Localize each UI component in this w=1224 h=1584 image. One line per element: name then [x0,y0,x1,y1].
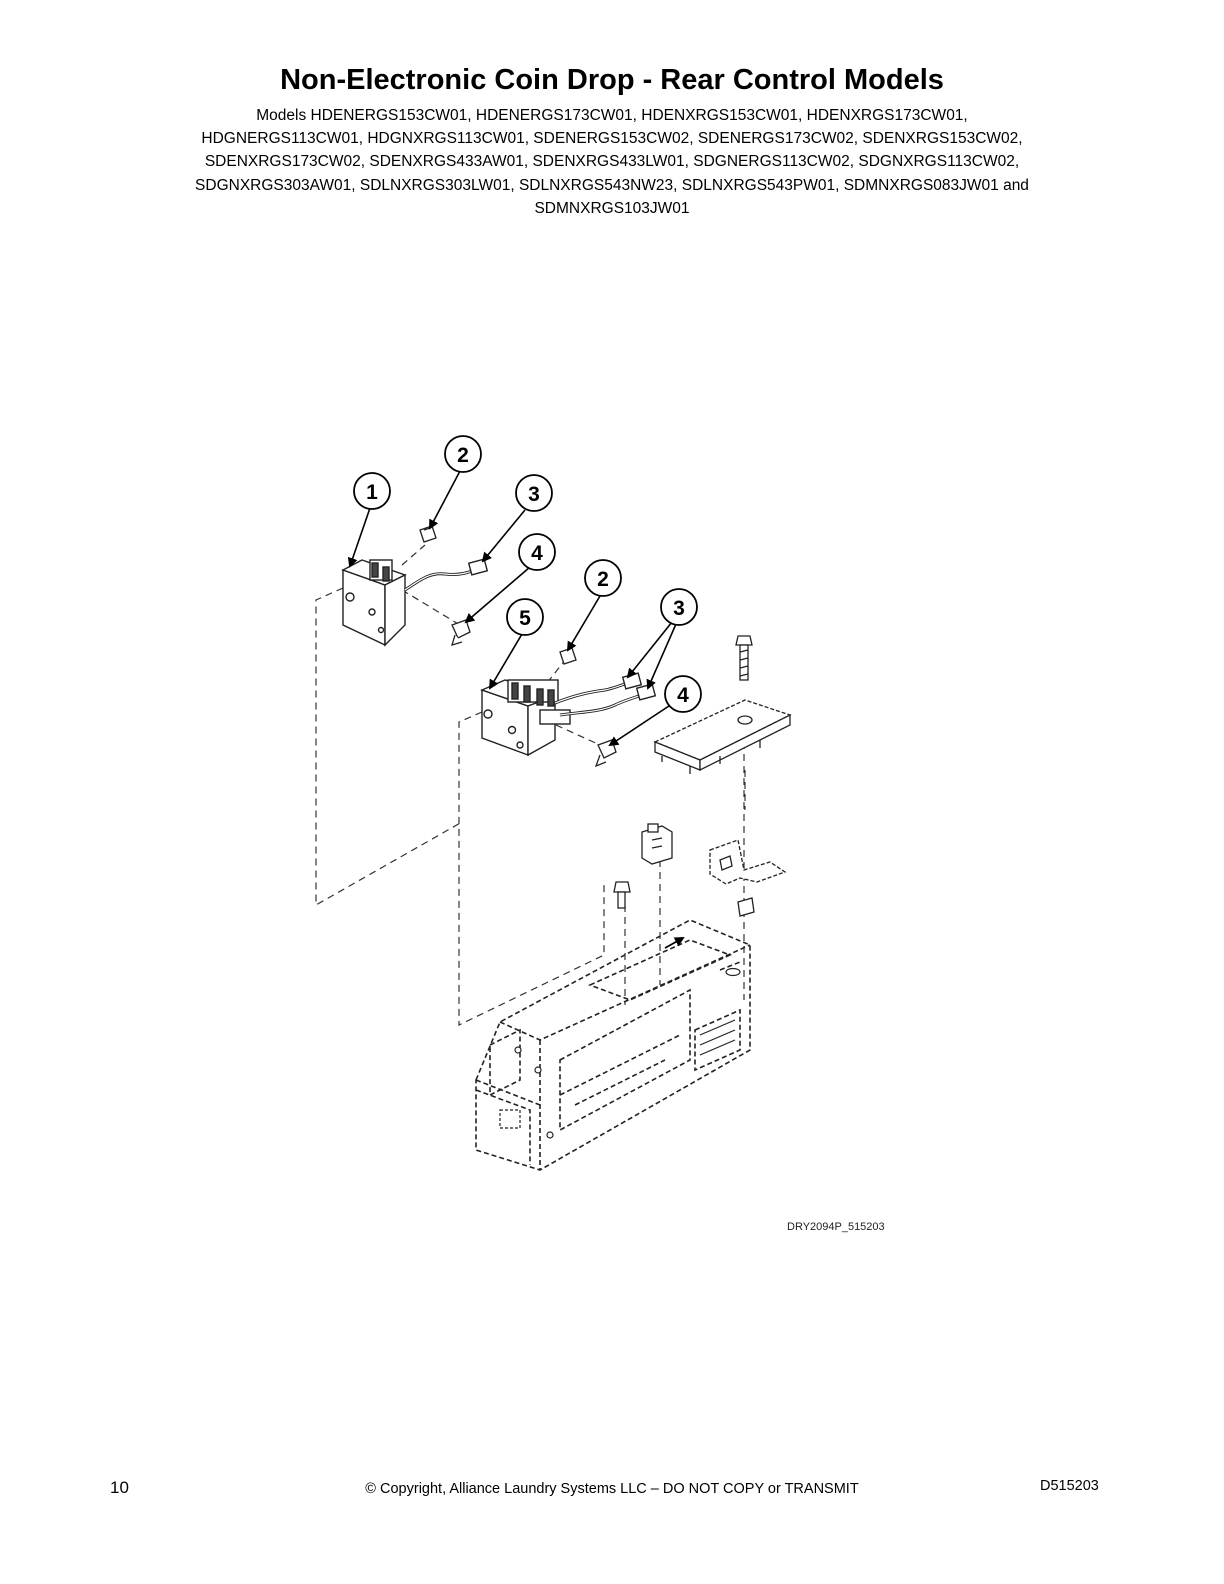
screw-top [735,635,753,681]
copyright-notice: © Copyright, Alliance Laundry Systems LL… [365,1481,859,1497]
model-line: SDMNXRGS103JW01 [534,199,690,217]
clip-large [559,647,617,768]
callout-2: 2 [444,435,482,473]
callout-label: 3 [673,597,685,620]
console-details [499,967,741,1139]
model-list: Models HDENERGS153CW01, HDENERGS173CW01,… [112,104,1112,220]
callout-1: 1 [353,472,391,510]
callout-label: 1 [366,481,378,504]
callout-4: 4 [518,533,556,571]
callout-4b: 4 [664,675,702,713]
callout-label: 2 [597,568,609,591]
model-line: HDGNERGS113CW01, HDGNXRGS113CW01, SDENER… [201,130,1023,148]
coin-drop-large [480,672,657,757]
console-housing [475,919,751,1171]
callout-label: 5 [519,607,531,630]
switch [641,823,673,865]
leader-lines [347,470,685,949]
coin-drop-small [341,558,489,647]
model-line: Models HDENERGS153CW01, HDENERGS173CW01,… [256,107,968,124]
figure-code: DRY2094P_515203 [787,1221,885,1233]
callout-3b: 3 [660,588,698,626]
callout-label: 4 [677,684,689,707]
document-number: D515203 [1040,1478,1099,1494]
callout-label: 4 [531,542,543,565]
clip-small [419,525,471,646]
bracket [709,839,787,917]
model-line: SDGNXRGS303AW01, SDLNXRGS303LW01, SDLNXR… [195,176,1029,194]
callout-label: 3 [528,483,540,506]
callout-label: 2 [457,444,469,467]
model-line: SDENXRGS173CW02, SDENXRGS433AW01, SDENXR… [204,153,1020,171]
page-title: Non-Electronic Coin Drop - Rear Control … [280,64,944,96]
cover-plate [653,699,792,774]
callouts: 1 2 3 4 2 5 3 4 [353,435,702,713]
callout-2b: 2 [584,559,622,597]
screw-mid [613,881,631,909]
callout-3: 3 [515,474,553,512]
callout-5: 5 [506,598,544,636]
page-number: 10 [110,1478,129,1497]
